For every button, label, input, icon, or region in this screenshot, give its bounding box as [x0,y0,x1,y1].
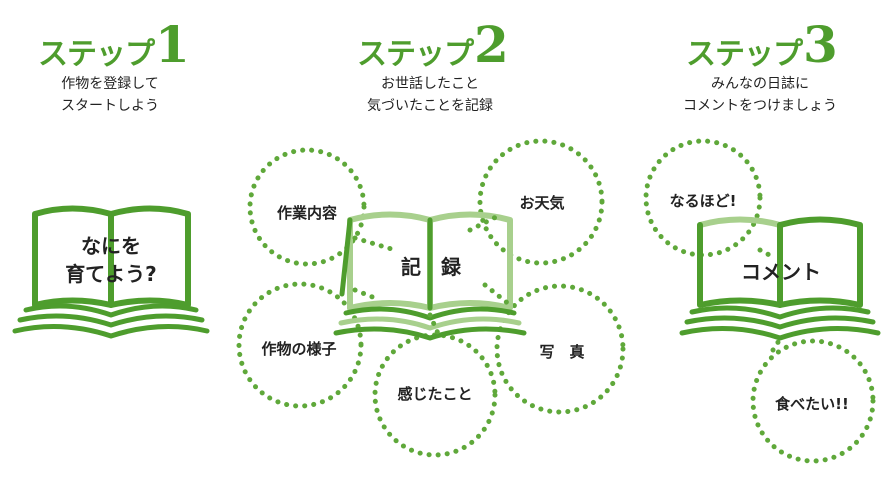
bubble-crop-label: 作物の様子 [261,340,337,358]
bubble-comment-naruhodo-label: なるほど! [669,192,737,210]
step2-description-line: 気づいたことを記録 [367,98,493,114]
step2-description: お世話したこと 気づいたことを記録 [340,73,520,117]
step1-description: 作物を登録して スタートしよう [30,73,190,117]
step1-book-icon [12,205,210,339]
bubble-weather-label: お天気 [519,194,565,212]
step2-description-line: お世話したこと [381,76,479,92]
bubble-comment-tabetai [750,338,876,464]
step2-number: 2 [474,15,509,74]
step1-description-line: スタートしよう [61,98,159,114]
step2-book-icon [333,211,527,341]
bubble-work [247,147,367,267]
bubble-crop [236,281,364,409]
bubble-photo [494,283,626,415]
step3-word: ステップ [686,37,803,72]
step1-description-line: 作物を登録して [61,76,159,92]
step2-word: ステップ [357,37,474,72]
bubble-comment-tabetai-label: 食べたい!! [775,395,849,413]
bubble-photo-label: 写 真 [539,343,585,361]
step1-number: 1 [155,15,190,74]
bubble-feeling-label: 感じたこと [397,385,473,403]
step3-book-text: コメント [741,260,821,284]
step1-book-line: なにを [81,234,141,258]
step2-book-text: 記 録 [401,255,461,279]
step3-number: 3 [803,15,838,74]
step3-book-icon [679,216,881,341]
bubble-work-label: 作業内容 [276,204,337,222]
step3-description-line: コメントをつけましょう [683,98,837,114]
step3-description: みんなの日誌に コメントをつけましょう [660,73,860,117]
step1-book-line: 育てよう? [65,262,157,286]
step3-description-line: みんなの日誌に [711,76,809,92]
step1-book-text: なにを 育てよう? [60,232,162,288]
step1-word: ステップ [38,37,155,72]
